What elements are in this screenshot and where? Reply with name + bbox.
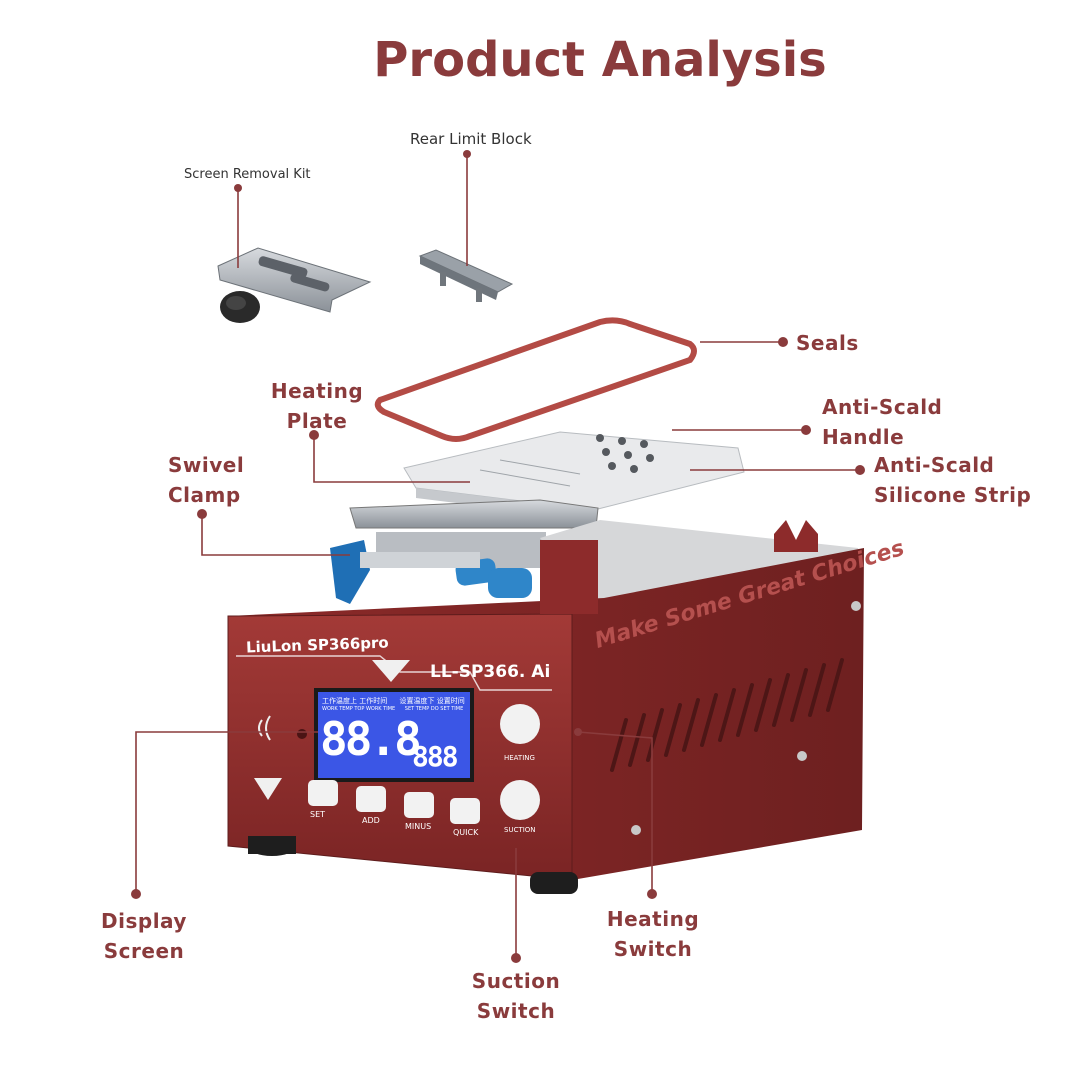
lcd-secondary-value: 888: [412, 740, 459, 773]
page-title: Product Analysis: [373, 32, 827, 88]
set-button-label: SET: [310, 810, 326, 819]
swivel-clamp-part: [330, 499, 599, 604]
add-button-label: ADD: [362, 816, 380, 825]
label-heating-switch: Heating Switch: [606, 907, 700, 961]
label-anti-scald-handle: Anti-Scald Handle: [822, 395, 943, 449]
leader-lines: [135, 154, 860, 958]
leader-dots: [131, 150, 865, 963]
label-screen-removal-kit: Screen Removal Kit: [184, 167, 311, 182]
label-heating-plate: Heating Plate: [270, 379, 364, 433]
lcd-subheaders: WORK TEMP TOP WORK TIME SET TEMP DO SET …: [322, 706, 470, 712]
lcd-header-2: 工作时间: [359, 697, 388, 705]
lcd-header-3: 设置温度下: [399, 697, 435, 705]
label-anti-scald-silicone-strip: Anti-Scald Silicone Strip: [874, 453, 1032, 507]
quick-button-label: QUICK: [453, 828, 479, 837]
rear-limit-block-part: [418, 249, 514, 302]
label-swivel-clamp: Swivel Clamp: [168, 453, 245, 507]
device-body: [227, 520, 864, 894]
lcd-sub-3: SET TEMP DO: [404, 706, 439, 712]
label-seals: Seals: [796, 331, 859, 355]
minus-button-label: MINUS: [405, 822, 432, 831]
label-suction-switch: Suction Switch: [471, 969, 561, 1023]
lcd-sub-2: WORK TIME: [365, 706, 396, 712]
label-rear-limit-block: Rear Limit Block: [410, 130, 532, 148]
lcd-main-value: 88.8: [320, 712, 422, 766]
screen-removal-kit-part: [217, 247, 372, 323]
device-model-text: LL-SP366. Ai: [430, 662, 551, 682]
lcd-sub-1: WORK TEMP TOP: [322, 706, 365, 712]
lcd-header-4: 设置时间: [436, 697, 465, 705]
lcd-sub-4: SET TIME: [440, 706, 464, 712]
lcd-headers: 工作温度上 工作时间 设置温度下 设置时间: [322, 696, 470, 706]
heating-button-label: HEATING: [504, 754, 535, 762]
label-display-screen: Display Screen: [101, 909, 187, 963]
lcd-header-1: 工作温度上: [322, 697, 357, 705]
suction-button-label: SUCTION: [504, 826, 536, 834]
seal-gasket: [374, 317, 697, 442]
